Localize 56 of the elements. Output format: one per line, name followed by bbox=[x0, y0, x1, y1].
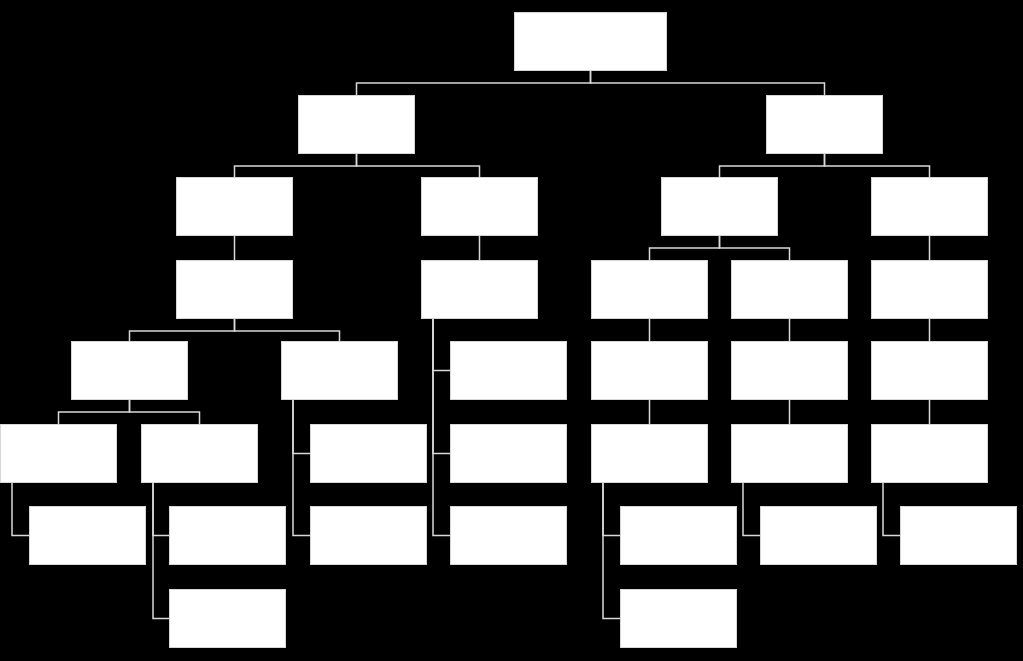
blank-box bbox=[281, 341, 398, 400]
connector-line bbox=[152, 482, 170, 620]
blank-box bbox=[298, 95, 415, 154]
blank-box bbox=[450, 424, 567, 483]
blank-box bbox=[514, 12, 667, 71]
connector-line bbox=[355, 153, 481, 178]
blank-box bbox=[421, 260, 538, 319]
blank-box bbox=[871, 341, 988, 400]
connector-line bbox=[648, 399, 651, 425]
blank-box bbox=[871, 424, 988, 483]
connector-line bbox=[478, 235, 481, 261]
blank-box bbox=[731, 424, 848, 483]
connector-line bbox=[882, 482, 901, 537]
connector-line bbox=[233, 318, 341, 342]
blank-box bbox=[871, 260, 988, 319]
connector-line bbox=[928, 399, 931, 425]
connector-line bbox=[589, 70, 826, 96]
blank-box bbox=[169, 589, 286, 648]
connector-line bbox=[11, 482, 30, 537]
blank-box bbox=[71, 341, 188, 400]
blank-box bbox=[421, 177, 538, 236]
connector-line bbox=[788, 318, 791, 342]
blank-box bbox=[310, 506, 427, 565]
blank-box bbox=[176, 260, 293, 319]
blank-box bbox=[29, 506, 146, 565]
blank-box bbox=[141, 424, 258, 483]
blank-box bbox=[760, 506, 877, 565]
blank-box bbox=[450, 506, 567, 565]
connector-line bbox=[128, 399, 201, 425]
blank-box bbox=[450, 341, 567, 400]
connector-line bbox=[788, 399, 791, 425]
connector-line bbox=[742, 482, 761, 537]
blank-box bbox=[900, 506, 1017, 565]
connector-line bbox=[928, 235, 931, 261]
connector-line bbox=[648, 318, 651, 342]
blank-box bbox=[731, 260, 848, 319]
blank-box bbox=[591, 424, 708, 483]
connector-line bbox=[718, 235, 791, 261]
blank-box bbox=[169, 506, 286, 565]
blank-box bbox=[591, 260, 708, 319]
blank-box bbox=[620, 589, 737, 648]
connector-line bbox=[823, 153, 931, 178]
blank-box bbox=[731, 341, 848, 400]
connector-line bbox=[928, 318, 931, 342]
blank-box bbox=[620, 506, 737, 565]
blank-box bbox=[871, 177, 988, 236]
blank-box bbox=[310, 424, 427, 483]
connector-line bbox=[602, 482, 621, 620]
blank-box bbox=[766, 95, 883, 154]
connector-line bbox=[292, 399, 311, 537]
blank-box bbox=[176, 177, 293, 236]
connector-line bbox=[432, 318, 451, 537]
blank-box bbox=[661, 177, 778, 236]
blank-box bbox=[591, 341, 708, 400]
blank-box bbox=[0, 424, 117, 483]
connector-line bbox=[233, 235, 236, 261]
